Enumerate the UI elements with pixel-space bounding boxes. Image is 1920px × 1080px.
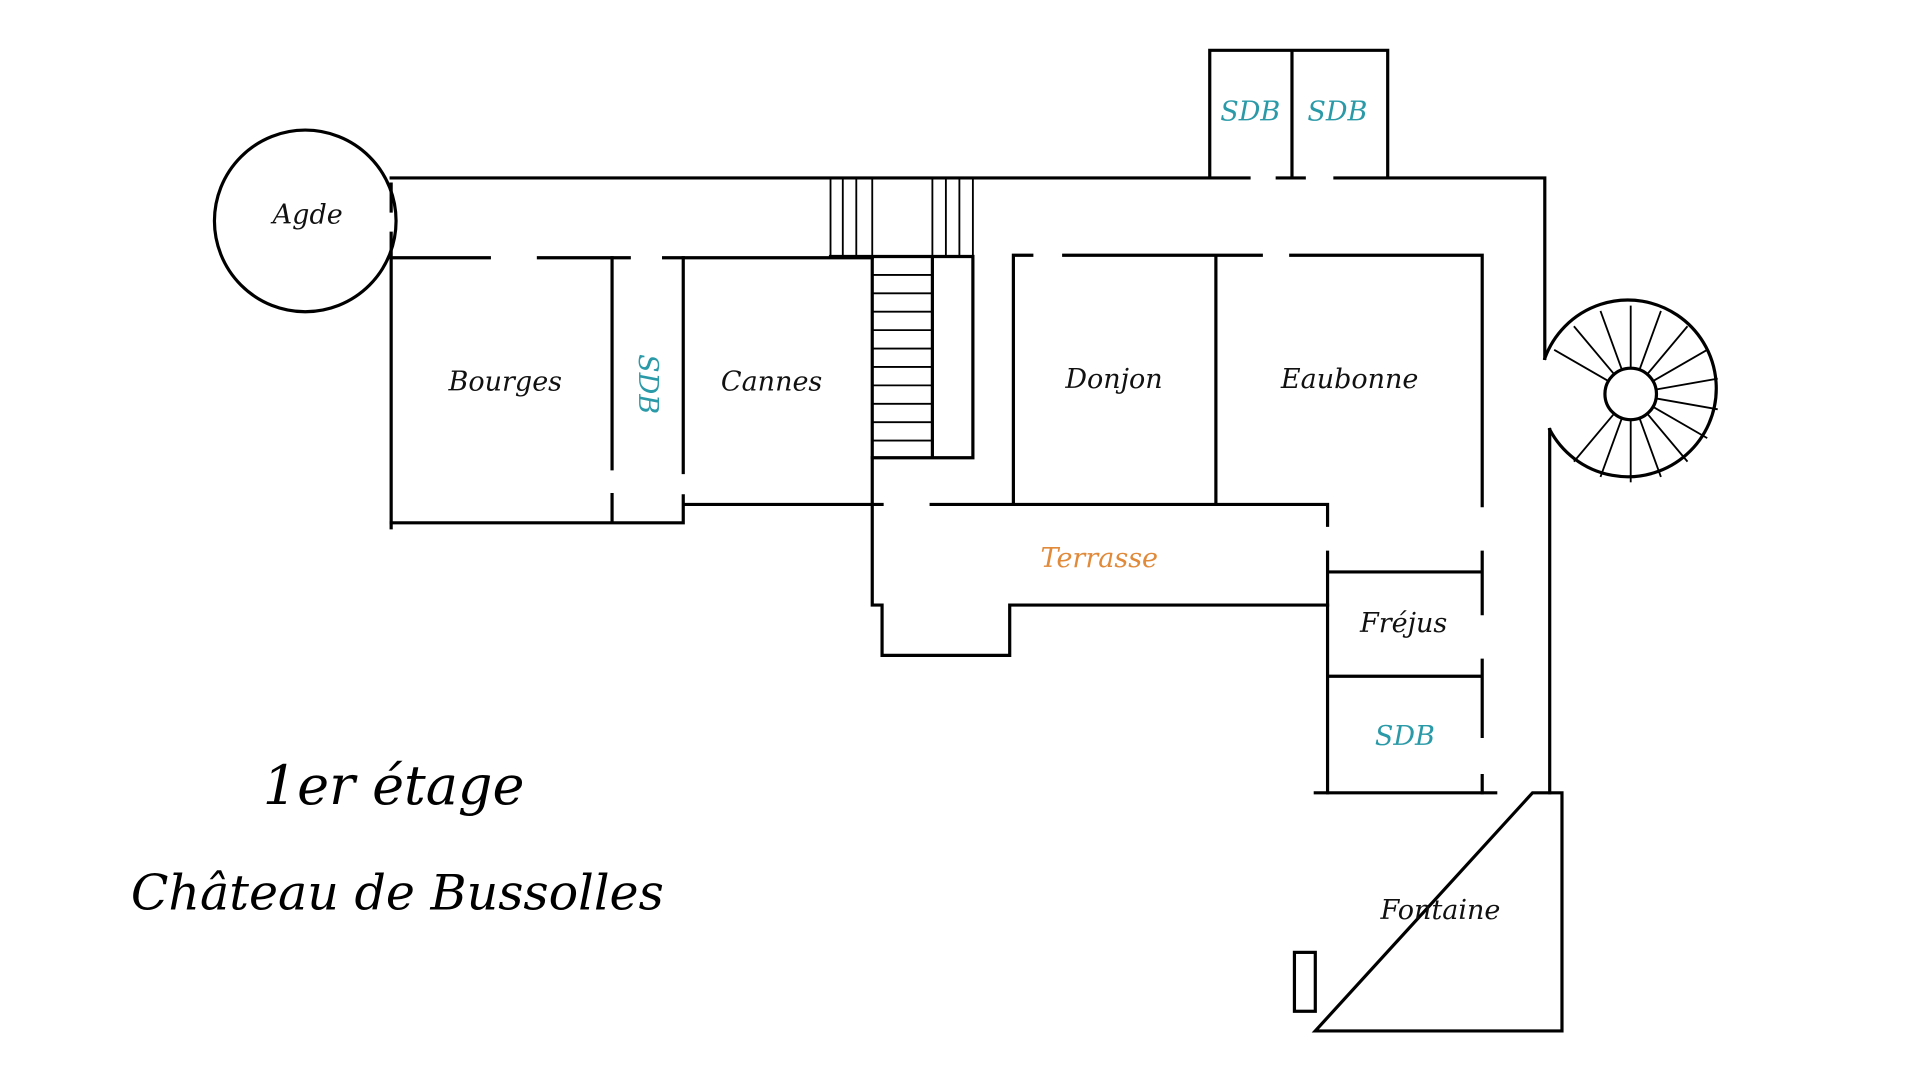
room-labels: Agde Bourges SDB Cannes Donjon Eaubonne … — [270, 96, 1501, 926]
room-label-sdb-west: SDB — [632, 354, 663, 414]
building-name: Château de Bussolles — [131, 863, 664, 921]
spiral-step — [1646, 325, 1689, 375]
spiral-step — [1573, 325, 1615, 375]
spiral-step — [1655, 377, 1718, 391]
room-label-donjon: Donjon — [1064, 364, 1162, 395]
spiral-step — [1638, 310, 1662, 371]
main-staircase — [828, 177, 975, 460]
spiral-step — [1553, 348, 1609, 382]
spiral-step — [1652, 406, 1708, 439]
room-label-terrasse: Terrasse — [1041, 543, 1159, 574]
spiral-step — [1599, 310, 1623, 371]
floor-title: 1er étage — [263, 754, 525, 817]
room-label-sdb-north-1: SDB — [1220, 96, 1280, 127]
spiral-step — [1646, 413, 1689, 463]
spiral-step — [1573, 413, 1615, 463]
spiral-step — [1652, 348, 1708, 382]
spiral-step — [1638, 417, 1662, 478]
agde-tower — [212, 128, 398, 314]
room-label-frejus: Fréjus — [1359, 608, 1447, 639]
room-label-fontaine: Fontaine — [1380, 895, 1501, 926]
room-label-eaubonne: Eaubonne — [1280, 364, 1418, 395]
spiral-step — [1599, 417, 1623, 478]
room-label-cannes: Cannes — [721, 366, 822, 397]
spiral-step — [1655, 397, 1718, 411]
room-label-bourges: Bourges — [448, 366, 563, 397]
spiral-staircase — [1542, 298, 1718, 483]
room-label-sdb-north-2: SDB — [1307, 96, 1367, 127]
room-label-sdb-east: SDB — [1375, 721, 1435, 752]
room-label-agde: Agde — [270, 199, 343, 230]
